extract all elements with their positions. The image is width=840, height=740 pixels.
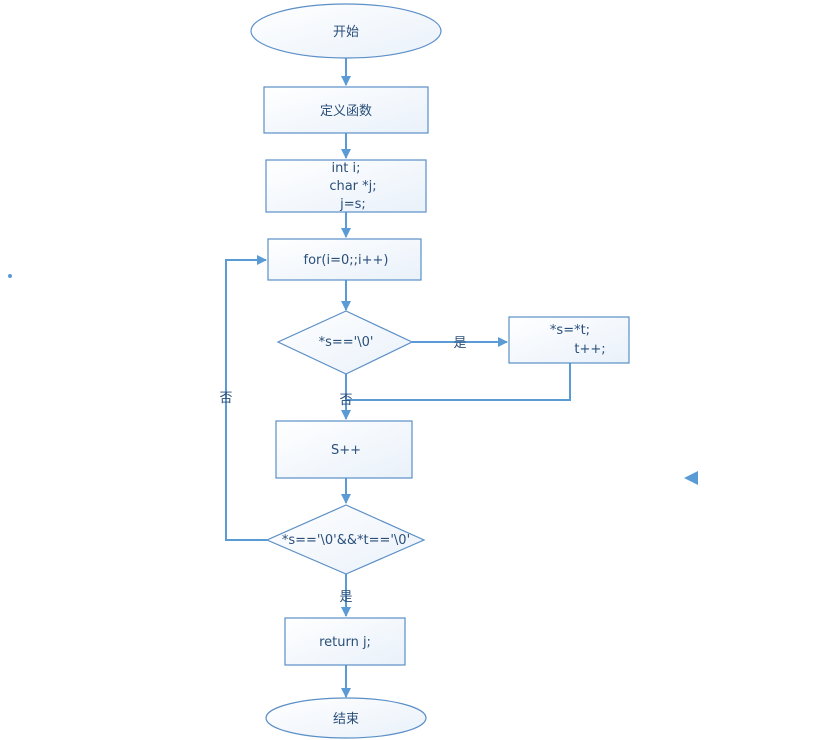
s-increment-node <box>275 420 413 479</box>
declare-line1: int i; <box>331 161 360 176</box>
s-increment-label: S++ <box>331 443 361 458</box>
define-function-node <box>263 86 429 134</box>
declare-node <box>265 159 427 213</box>
label-cond2-yes: 是 <box>339 590 352 605</box>
label-cond1-no: 否 <box>339 393 352 408</box>
label-cond1-yes: 是 <box>453 336 466 351</box>
declare-line2: char *j; <box>329 179 376 194</box>
cond-s-null-node <box>276 310 414 375</box>
declare-line3: j=s; <box>339 197 366 212</box>
end-label: 结束 <box>333 712 359 727</box>
edge-assign-return <box>346 363 571 401</box>
return-node <box>284 617 406 666</box>
cond-both-null-label: *s=='\0'&&*t=='\0' <box>282 533 410 548</box>
label-cond2-no: 否 <box>219 391 232 406</box>
cond-s-null-label: *s=='\0' <box>319 335 374 350</box>
stray-arrowhead <box>684 471 698 485</box>
cond-both-null-node <box>265 504 426 575</box>
start-label: 开始 <box>333 25 359 40</box>
assign-line1: *s=*t; <box>550 323 590 338</box>
for-loop-label: for(i=0;;i++) <box>304 253 389 268</box>
for-loop-node <box>267 238 422 281</box>
assign-line2: t++; <box>574 342 605 357</box>
stray-dot <box>8 274 12 278</box>
assign-node <box>508 316 630 364</box>
define-function-label: 定义函数 <box>320 104 372 119</box>
start-node <box>250 3 442 59</box>
edge-cond2-no-loop-back <box>225 255 267 541</box>
return-label: return j; <box>319 635 371 650</box>
end-node <box>265 697 427 739</box>
